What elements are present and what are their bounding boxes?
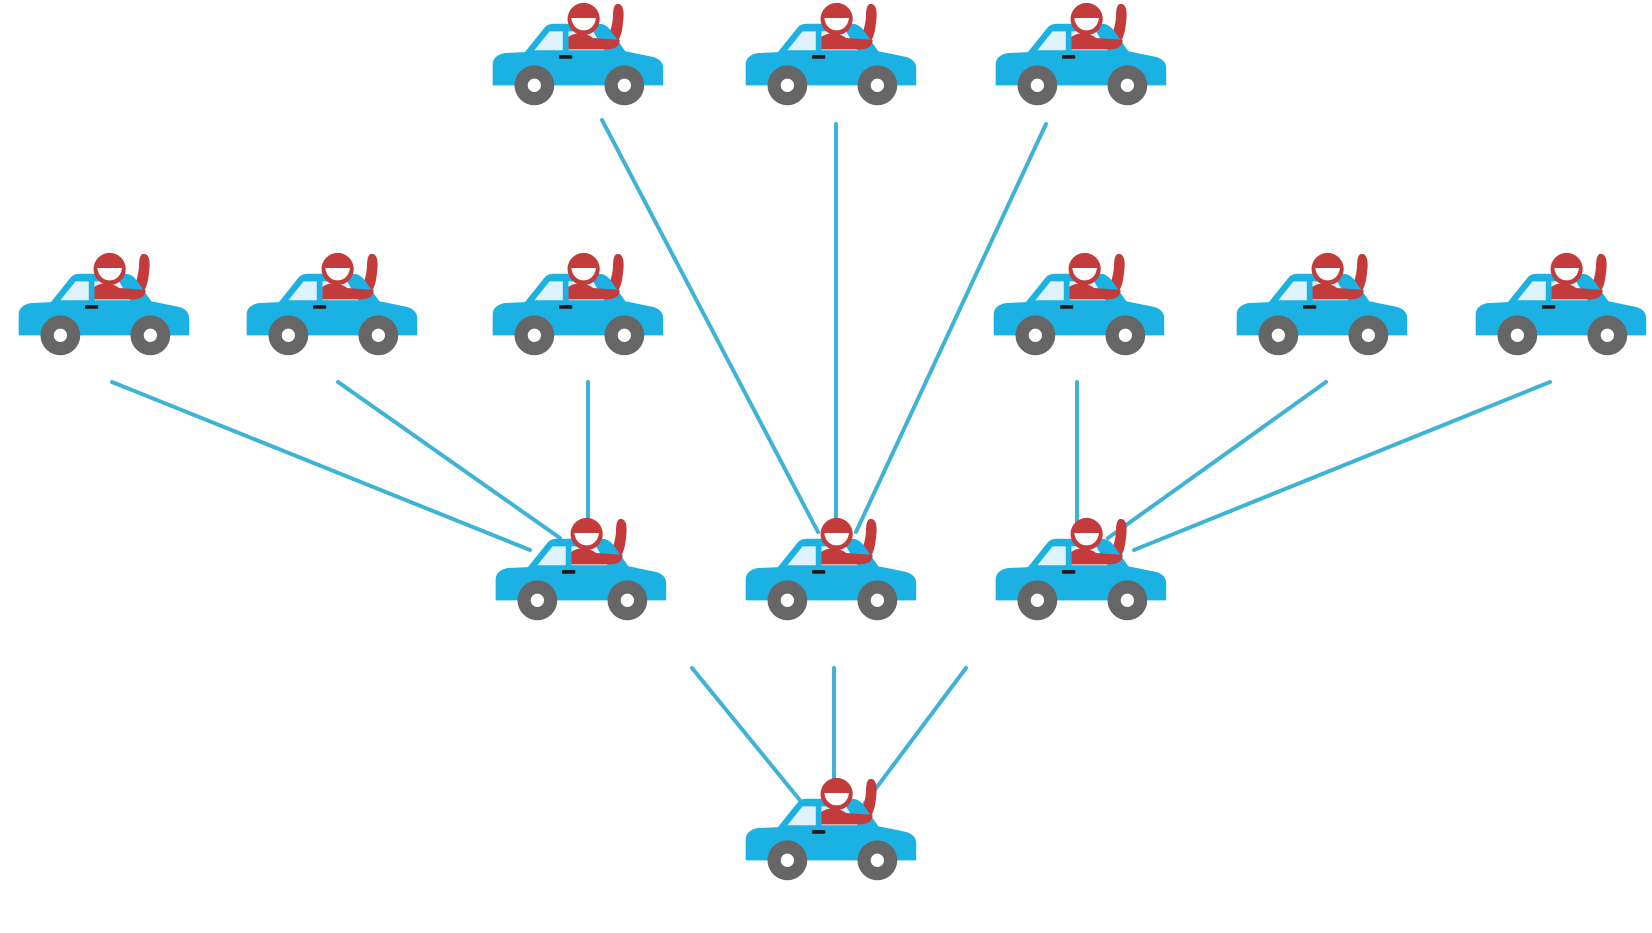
car-l2-g-car-with-waving-driver-icon bbox=[993, 252, 1165, 356]
car-l2-i-car-with-waving-driver-icon bbox=[1475, 252, 1647, 356]
car-l2-a-car-with-waving-driver-icon bbox=[18, 252, 190, 356]
connector-lines bbox=[110, 118, 1552, 817]
connector-line-car-l1-left-to-car-l2-a bbox=[110, 380, 532, 552]
connector-line-car-l1-center-to-car-l2-f bbox=[854, 122, 1048, 534]
car-l2-b-car-with-waving-driver-icon bbox=[246, 252, 418, 356]
connector-line-car-l1-center-to-car-l2-d bbox=[600, 118, 820, 534]
connector-line-car-l1-left-to-car-l2-b bbox=[336, 380, 562, 540]
car-l1-left-car-with-waving-driver-icon bbox=[495, 517, 667, 621]
connector-line-car-l1-right-to-car-l2-h bbox=[1106, 380, 1328, 540]
car-l2-e-car-with-waving-driver-icon bbox=[745, 2, 917, 106]
car-l2-f-car-with-waving-driver-icon bbox=[995, 2, 1167, 106]
car-l2-d-car-with-waving-driver-icon bbox=[492, 2, 664, 106]
car-l1-right-car-with-waving-driver-icon bbox=[995, 517, 1167, 621]
connector-line-car-l1-right-to-car-l2-i bbox=[1132, 380, 1552, 552]
connector-line-car-root-to-car-l1-left bbox=[690, 666, 814, 817]
car-root-car-with-waving-driver-icon bbox=[745, 777, 917, 881]
car-l2-c-car-with-waving-driver-icon bbox=[492, 252, 664, 356]
car-l2-h-car-with-waving-driver-icon bbox=[1236, 252, 1408, 356]
car-l1-center-car-with-waving-driver-icon bbox=[745, 517, 917, 621]
